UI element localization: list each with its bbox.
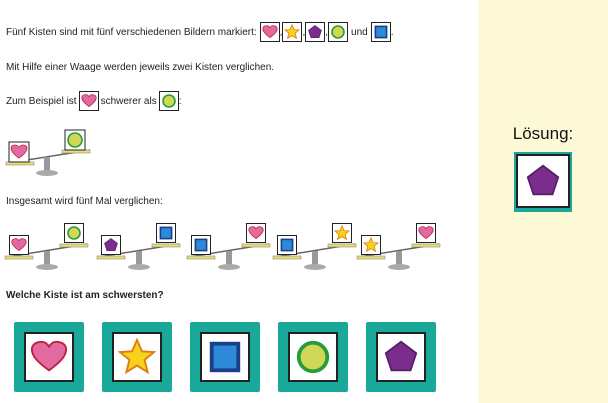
circle-icon [296,340,330,374]
intro-sep-1: , [279,26,283,38]
star-icon [284,24,301,40]
balance-scale [272,222,358,272]
heart-box [416,223,436,243]
choice-pentagon[interactable] [366,322,436,392]
example-prefix: Zum Beispiel ist [6,95,77,107]
choice-circle[interactable] [278,322,348,392]
square-box [156,223,176,243]
comparisons-line: Insgesamt wird fünf Mal verglichen: [6,196,163,207]
square-icon [374,25,388,39]
example-line: Zum Beispiel ist schwerer als : [6,91,182,111]
star-box [332,223,352,243]
balance-scale [356,222,442,272]
heart-icon [418,226,434,240]
square-icon [280,238,294,252]
circle-icon [67,226,81,240]
star-icon [118,338,156,375]
heart-icon [248,226,264,240]
choice-square[interactable] [190,322,260,392]
square-box [191,235,211,255]
pentagon-box [101,235,121,255]
heart-icon-box [78,91,99,111]
example-scale [5,129,91,176]
square-icon [159,226,173,240]
solution-answer [514,152,572,212]
pentagon-icon [526,164,560,196]
heart-icon [8,141,30,163]
circle-icon [64,129,86,151]
intro-sep-3: , [325,26,329,38]
example-suffix: : [178,95,182,107]
choice-heart[interactable] [14,322,84,392]
heart-icon [30,340,68,372]
pentagon-icon [104,238,118,251]
pentagon-icon [308,25,323,38]
heart-icon [11,238,27,252]
square-icon [194,238,208,252]
example-middle: schwerer als [100,95,157,107]
heart-icon [80,94,97,108]
heart-box [9,235,29,255]
balance-scale [96,222,182,272]
choice-star[interactable] [102,322,172,392]
circle-icon-box [158,91,179,111]
circle-icon [161,94,176,108]
intro-text: Fünf Kisten sind mit fünf verschiedenen … [6,26,257,38]
heart-icon-box [259,22,280,42]
balance-scale [186,222,272,272]
star-icon [334,225,350,241]
star-box [361,235,381,255]
square-icon-box [370,22,391,42]
square-box [277,235,297,255]
intro-end: . [390,26,394,38]
intro-und: und [351,26,368,38]
intro-line: Fünf Kisten sind mit fünf verschiedenen … [6,22,393,42]
intro-sep-2: , [302,26,306,38]
task-panel: Fünf Kisten sind mit fünf verschiedenen … [4,22,442,392]
question-text: Welche Kiste ist am schwersten? [6,290,164,301]
star-icon [363,237,379,253]
pentagon-icon [384,340,418,372]
circle-box [64,223,84,243]
solution-label: Lösung: [512,124,574,143]
square-icon [209,341,241,373]
star-icon-box [282,22,303,42]
heart-icon [262,25,278,39]
heart-box [246,223,266,243]
pentagon-icon-box [305,22,326,42]
circle-icon [331,25,345,39]
balance-scale [4,222,90,272]
circle-icon-box [328,22,349,42]
instruction-line: Mit Hilfe einer Waage werden jeweils zwe… [6,62,275,73]
